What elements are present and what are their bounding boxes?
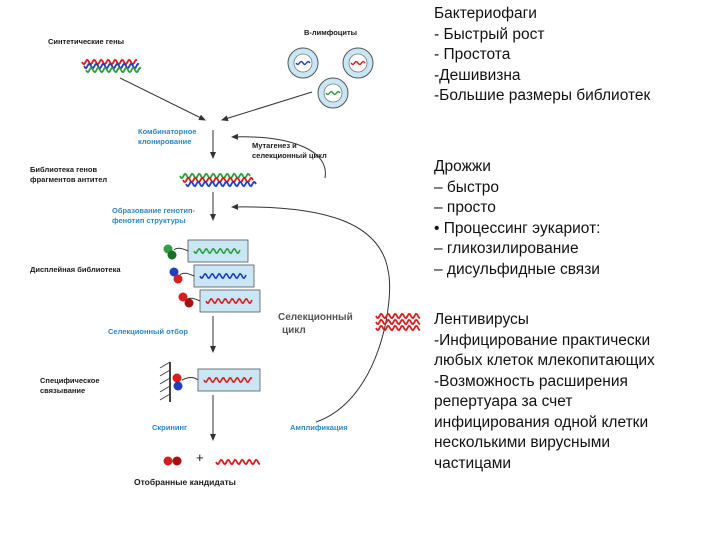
label-screening: Скрининг [152, 423, 187, 432]
bacteriophage-point: - Быстрый рост [434, 25, 545, 43]
lentivirus-point: -Возможность расширения [434, 372, 628, 390]
bacteriophage-title: Бактериофаги [434, 5, 537, 22]
label-selection-cycle: Селекционный [278, 312, 353, 323]
label-genotype: Образование генотип- [112, 206, 196, 215]
lentivirus-point: -Инфицирование практически [434, 331, 651, 349]
lentivirus-point: репертуара за счет [434, 393, 573, 410]
label-antibody-fragments: фрагментов антител [30, 175, 107, 184]
phage-particle-red [178, 289, 261, 313]
bacteriophage-point: -Большие размеры библиотек [434, 87, 651, 104]
arrow-lymphocytes-to-cloning [221, 91, 313, 122]
label-mutagenesis: Мутагенез и [252, 141, 297, 150]
lentivirus-block: Лентивирусы -Инфицирование практически л… [434, 310, 716, 474]
yeast-title: Дрожжи [434, 158, 491, 175]
selection-cycle-arrow [231, 203, 391, 423]
lymphocyte-cell-2 [342, 47, 374, 79]
label-cloning: клонирование [138, 137, 191, 146]
yeast-point: – гликозилирование [434, 240, 579, 257]
lentivirus-title: Лентивирусы [434, 311, 529, 328]
yeast-point: • Процессинг эукариот: [434, 219, 601, 237]
lentivirus-point: инфицирования одной клетки [434, 413, 649, 431]
bacteriophage-block: Бактериофаги - Быстрый рост - Простота -… [434, 4, 716, 107]
candidate-protein [163, 456, 182, 466]
yeast-point: – дисульфидные связи [434, 260, 600, 278]
synthetic-gene-strands [81, 58, 142, 74]
bound-phage-red [172, 368, 261, 392]
surface-hatching [159, 361, 171, 402]
label-phenotype: фенотип структуры [112, 216, 186, 225]
arrow-genes-to-cloning [119, 77, 206, 121]
lymphocyte-cell-3 [317, 77, 349, 109]
label-amplification: Амплификация [290, 423, 348, 432]
phage-particle-blue [169, 264, 255, 288]
label-synthetic-genes: Синтетические гены [48, 37, 124, 46]
yeast-block: Дрожжи – быстро – просто • Процессинг эу… [434, 157, 716, 280]
mutagenesis-loop-arrow [231, 133, 326, 179]
label-selection-cycle-2: цикл [282, 325, 306, 336]
library-gene-strands [179, 172, 257, 188]
lentivirus-point: частицами [434, 454, 512, 472]
yeast-point: – быстро [434, 178, 500, 196]
label-gene-library: Библиотека генов [30, 165, 97, 174]
phage-particle-green [163, 239, 249, 263]
label-mutagenesis-cycle: селекционный цикл [252, 151, 327, 160]
label-specific: Специфическое [40, 376, 100, 385]
label-b-lymphocytes: B-лимфоциты [304, 28, 357, 37]
selection-cycle-strands [375, 312, 421, 332]
label-combinatorial: Комбинаторное [138, 127, 196, 136]
lentivirus-point: любых клеток млекопитающих [434, 352, 655, 369]
lymphocyte-cell-1 [287, 47, 319, 79]
label-display-library: Дисплейная библиотека [30, 265, 121, 274]
yeast-point: – просто [434, 199, 496, 216]
label-selection: Селекционный отбор [108, 327, 188, 336]
bacteriophage-point: - Простота [434, 46, 511, 63]
candidate-gene-strand [215, 458, 261, 466]
phage-display-diagram: Синтетические гены B-лимфоциты Комбинато… [30, 28, 421, 487]
bacteriophage-point: -Дешивизна [434, 66, 521, 84]
plus-sign: + [196, 450, 204, 465]
label-selected-candidates: Отобранные кандидаты [134, 477, 236, 487]
label-binding: связывание [40, 386, 85, 395]
lentivirus-point: несколькими вирусными [434, 434, 611, 451]
